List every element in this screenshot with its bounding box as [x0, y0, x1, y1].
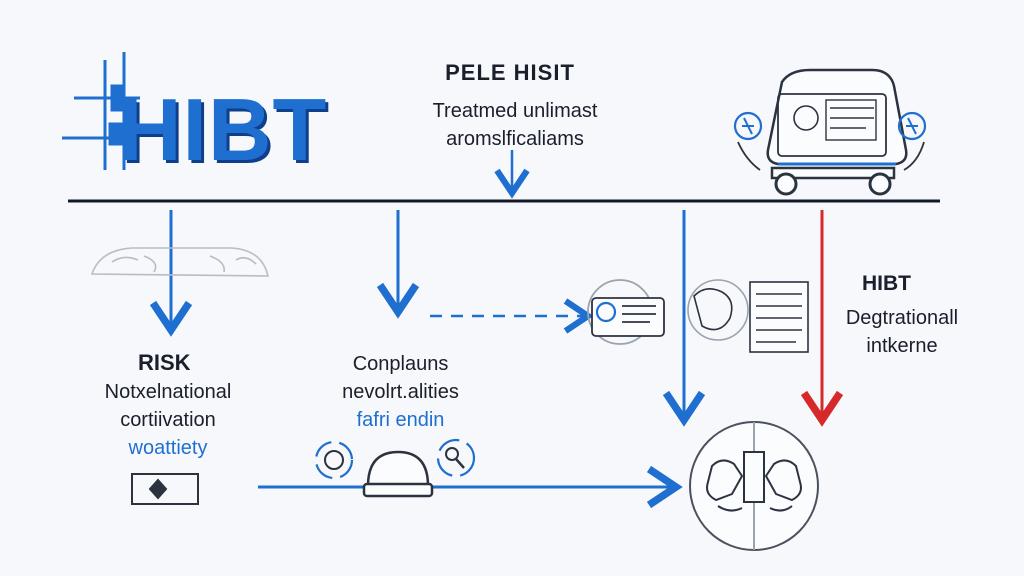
middle-line-2: nevolrt.alities [342, 381, 459, 403]
shield-card-icon [131, 473, 199, 505]
risk-title: RISK [138, 350, 191, 375]
helmet-icon [362, 450, 434, 498]
right-title: HIBT [862, 272, 911, 295]
truck-icon [733, 68, 927, 196]
middle-line-1: Conplauns [352, 353, 449, 375]
top-line-1: Treatmed unlimast [432, 100, 598, 122]
search-icon [436, 438, 476, 478]
sync-icon [314, 440, 354, 480]
risk-body: Notxelnational cortiivation woattiety [78, 378, 258, 462]
document-stack-icon [687, 279, 809, 353]
middle-body: Conplauns nevolrt.alities fafri endin [318, 350, 483, 434]
risk-accent-line: woattiety [128, 437, 208, 459]
top-title: PELE HISIT [445, 60, 575, 85]
top-subtitle: Treatmed unlimast aromslficaliams [395, 97, 635, 153]
right-body: Degtrationall intkerne [822, 304, 982, 360]
middle-accent-line: fafri endin [356, 409, 445, 431]
risk-line-1: Notxelnational [104, 381, 232, 403]
risk-line-2: cortiivation [120, 409, 216, 431]
right-line-1: Degtrationall [845, 307, 959, 329]
faded-sketch-icon [90, 247, 270, 277]
right-line-2: intkerne [866, 335, 938, 357]
top-line-2: aromslficaliams [446, 128, 584, 150]
logo-scaffold [62, 52, 140, 170]
logo-text: HIBT [118, 80, 328, 179]
hands-exchange-icon [689, 421, 819, 551]
wallet-icon [587, 279, 665, 345]
